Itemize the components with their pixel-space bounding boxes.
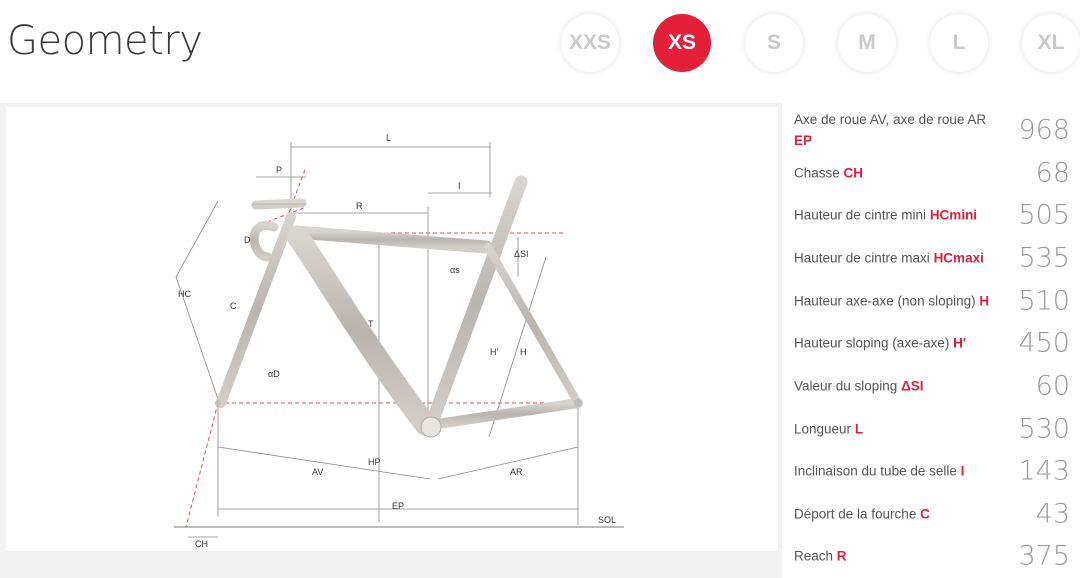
size-button-xl[interactable]: XL: [1022, 14, 1080, 72]
label-t: T: [368, 319, 374, 329]
spec-row-c: Déport de la fourche C 43: [794, 498, 1070, 530]
label-ar: AR: [510, 467, 523, 477]
spec-value: 68: [1035, 157, 1070, 189]
spec-row-hcmini: Hauteur de cintre mini HCmini 505: [794, 199, 1070, 231]
spec-value: 530: [1018, 413, 1070, 445]
label-d: D: [244, 235, 251, 245]
label-alpha-s: αs: [450, 265, 460, 275]
spec-row-i: Inclinaison du tube de selle I 143: [794, 455, 1070, 487]
size-button-xxs[interactable]: XXS: [561, 14, 619, 72]
spec-code: L: [854, 421, 864, 437]
size-button-xs[interactable]: XS: [653, 14, 711, 72]
spec-value: 60: [1035, 370, 1070, 402]
spec-code: HCmaxi: [933, 250, 984, 266]
label-hc: HC: [178, 289, 191, 299]
spec-value: 43: [1035, 498, 1070, 530]
spec-row-ch: Chasse CH 68: [794, 157, 1070, 189]
label-i: I: [458, 181, 461, 191]
spec-row-h-prime: Hauteur sloping (axe-axe) H' 450: [794, 327, 1070, 359]
spec-row-dsi: Valeur du sloping ΔSI 60: [794, 370, 1070, 402]
page-title: Geometry: [7, 18, 203, 64]
page-header: Geometry XXS XS S M L XL: [0, 0, 1080, 95]
spec-row-hcmaxi: Hauteur de cintre maxi HCmaxi 535: [794, 242, 1070, 274]
spec-code: ΔSI: [901, 378, 924, 394]
label-hp: HP: [368, 457, 381, 467]
spec-value: 535: [1018, 242, 1070, 274]
label-alpha-d: αD: [268, 369, 280, 379]
spec-code: EP: [794, 133, 813, 148]
bike-frame-diagram: L P R I D HC C T ΔSI H' H αs αD HP AV AR…: [174, 133, 624, 549]
spec-row-r: Reach R 375: [794, 540, 1070, 572]
spec-code: R: [836, 548, 847, 564]
size-button-l[interactable]: L: [930, 14, 988, 72]
spec-value: 375: [1018, 540, 1070, 572]
spec-code: H: [979, 293, 990, 309]
spec-value: 143: [1018, 455, 1070, 487]
label-h: H: [520, 347, 527, 357]
spec-code: CH: [843, 165, 864, 181]
size-button-s[interactable]: S: [745, 14, 803, 72]
spec-value: 450: [1018, 327, 1070, 359]
spec-row-ep: Axe de roue AV, axe de roue AR EP 968: [794, 112, 1070, 148]
spec-row-h: Hauteur axe-axe (non sloping) H 510: [794, 285, 1070, 317]
label-l: L: [386, 133, 391, 143]
spec-value: 510: [1018, 285, 1070, 317]
label-ep: EP: [392, 501, 404, 511]
size-selector: XXS XS S M L XL: [0, 14, 1080, 74]
label-p: P: [276, 165, 282, 175]
spec-value: 968: [1018, 114, 1070, 146]
geometry-specs-table: Axe de roue AV, axe de roue AR EP 968 Ch…: [782, 103, 1080, 578]
label-sol: SOL: [598, 515, 616, 525]
label-h-prime: H': [490, 347, 498, 357]
label-dsi: ΔSI: [514, 249, 529, 259]
spec-row-l: Longueur L 530: [794, 413, 1070, 445]
spec-code: HCmini: [929, 207, 978, 223]
geometry-diagram-panel: L P R I D HC C T ΔSI H' H αs αD HP AV AR…: [0, 103, 782, 578]
spec-code: C: [920, 506, 930, 522]
spec-code: H': [953, 335, 967, 351]
label-av: AV: [312, 467, 323, 477]
label-c: C: [230, 301, 237, 311]
label-r: R: [356, 201, 363, 211]
label-ch: CH: [195, 539, 208, 549]
geometry-diagram: L P R I D HC C T ΔSI H' H αs αD HP AV AR…: [6, 107, 778, 551]
spec-value: 505: [1018, 199, 1070, 231]
size-button-m[interactable]: M: [838, 14, 896, 72]
spec-code: I: [960, 463, 965, 479]
